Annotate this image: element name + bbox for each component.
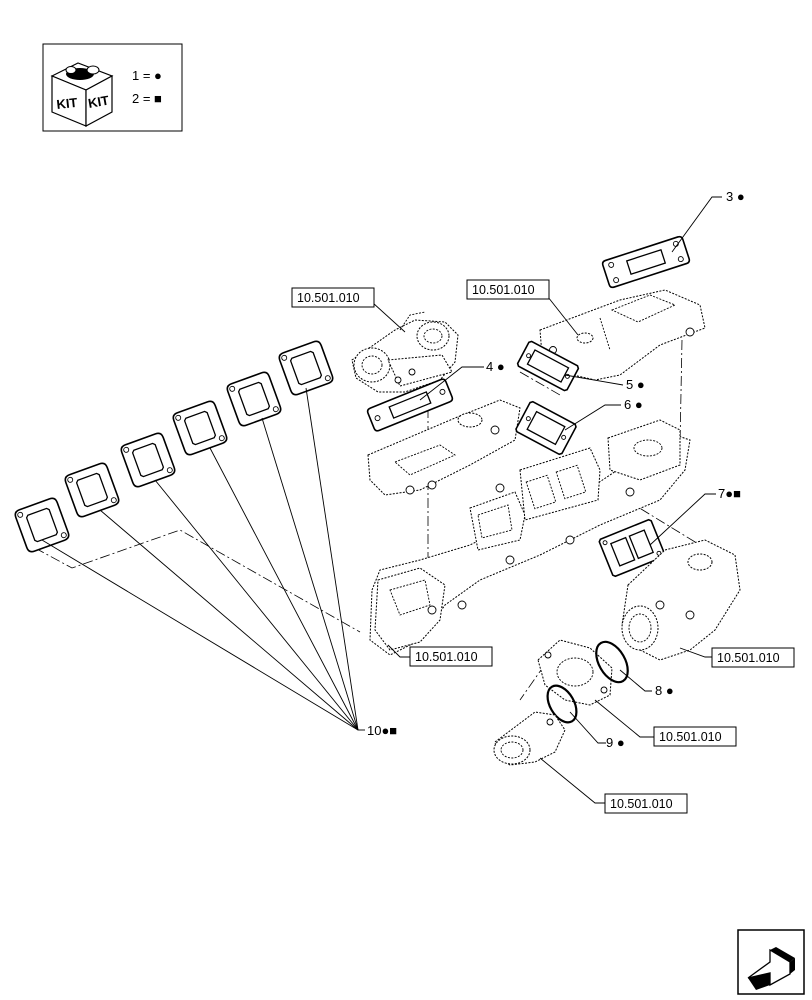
oring-item-8: [595, 640, 629, 684]
outlet-elbow: [621, 539, 741, 661]
gasket-item-7: [598, 518, 666, 578]
leaders-item-10: [41, 387, 365, 731]
gasket-item-4: [366, 378, 454, 432]
thermostat-housing: [537, 639, 613, 706]
next-page-arrow-icon[interactable]: [737, 929, 805, 995]
leader-lines: [372, 196, 722, 804]
outlet-pipe: [493, 711, 566, 766]
ref-text-elbow: 10.501.010: [717, 651, 780, 665]
callout-5: 5 ●: [626, 377, 645, 392]
port-gaskets-item-10: [14, 340, 334, 553]
kit-label-left: KIT: [56, 95, 78, 112]
callout-8: 8 ●: [655, 683, 674, 698]
port-gasket-6: [278, 340, 334, 396]
callout-4: 4 ●: [486, 359, 505, 374]
kit-box-icon: KIT KIT: [50, 62, 114, 128]
callout-10: 10●■: [367, 723, 397, 738]
ref-text-manifold: 10.501.010: [415, 650, 478, 664]
ref-box-elbow[interactable]: 10.501.010: [711, 647, 795, 668]
port-gasket-4: [172, 400, 228, 456]
port-gasket-5: [226, 371, 282, 427]
gasket-item-3: [601, 235, 691, 289]
ref-box-manifold[interactable]: 10.501.010: [409, 646, 493, 667]
callout-9: 9 ●: [606, 735, 625, 750]
intermediate-pipe-left: [367, 399, 521, 496]
port-gasket-2: [64, 462, 120, 518]
ref-box-upper-pipe[interactable]: 10.501.010: [466, 279, 550, 300]
ref-text-outlet-pipe: 10.501.010: [610, 797, 673, 811]
callout-7: 7●■: [718, 486, 741, 501]
port-gasket-3: [120, 432, 176, 488]
ref-text-upper-pipe: 10.501.010: [472, 283, 535, 297]
oring-item-9: [546, 684, 578, 724]
ref-box-thermostat[interactable]: 10.501.010: [653, 726, 737, 747]
gasket-item-6: [515, 400, 577, 456]
callout-6: 6 ●: [624, 397, 643, 412]
port-gasket-1: [14, 497, 70, 553]
callout-3: 3 ●: [726, 189, 745, 204]
kit-label-right: KIT: [87, 93, 110, 111]
ref-box-outlet-pipe[interactable]: 10.501.010: [604, 793, 688, 814]
upper-pipe-right: [539, 289, 706, 381]
ref-text-egr-valve: 10.501.010: [297, 291, 360, 305]
exhaust-manifold: [369, 419, 691, 656]
kit-legend: KIT KIT 1 = ● 2 = ■: [42, 43, 183, 132]
kit-entry-2: 2 = ■: [132, 91, 162, 106]
ref-text-thermostat: 10.501.010: [659, 730, 722, 744]
ref-box-egr-valve[interactable]: 10.501.010: [291, 287, 375, 308]
kit-entry-1: 1 = ●: [132, 68, 162, 83]
egr-valve: [351, 311, 459, 393]
